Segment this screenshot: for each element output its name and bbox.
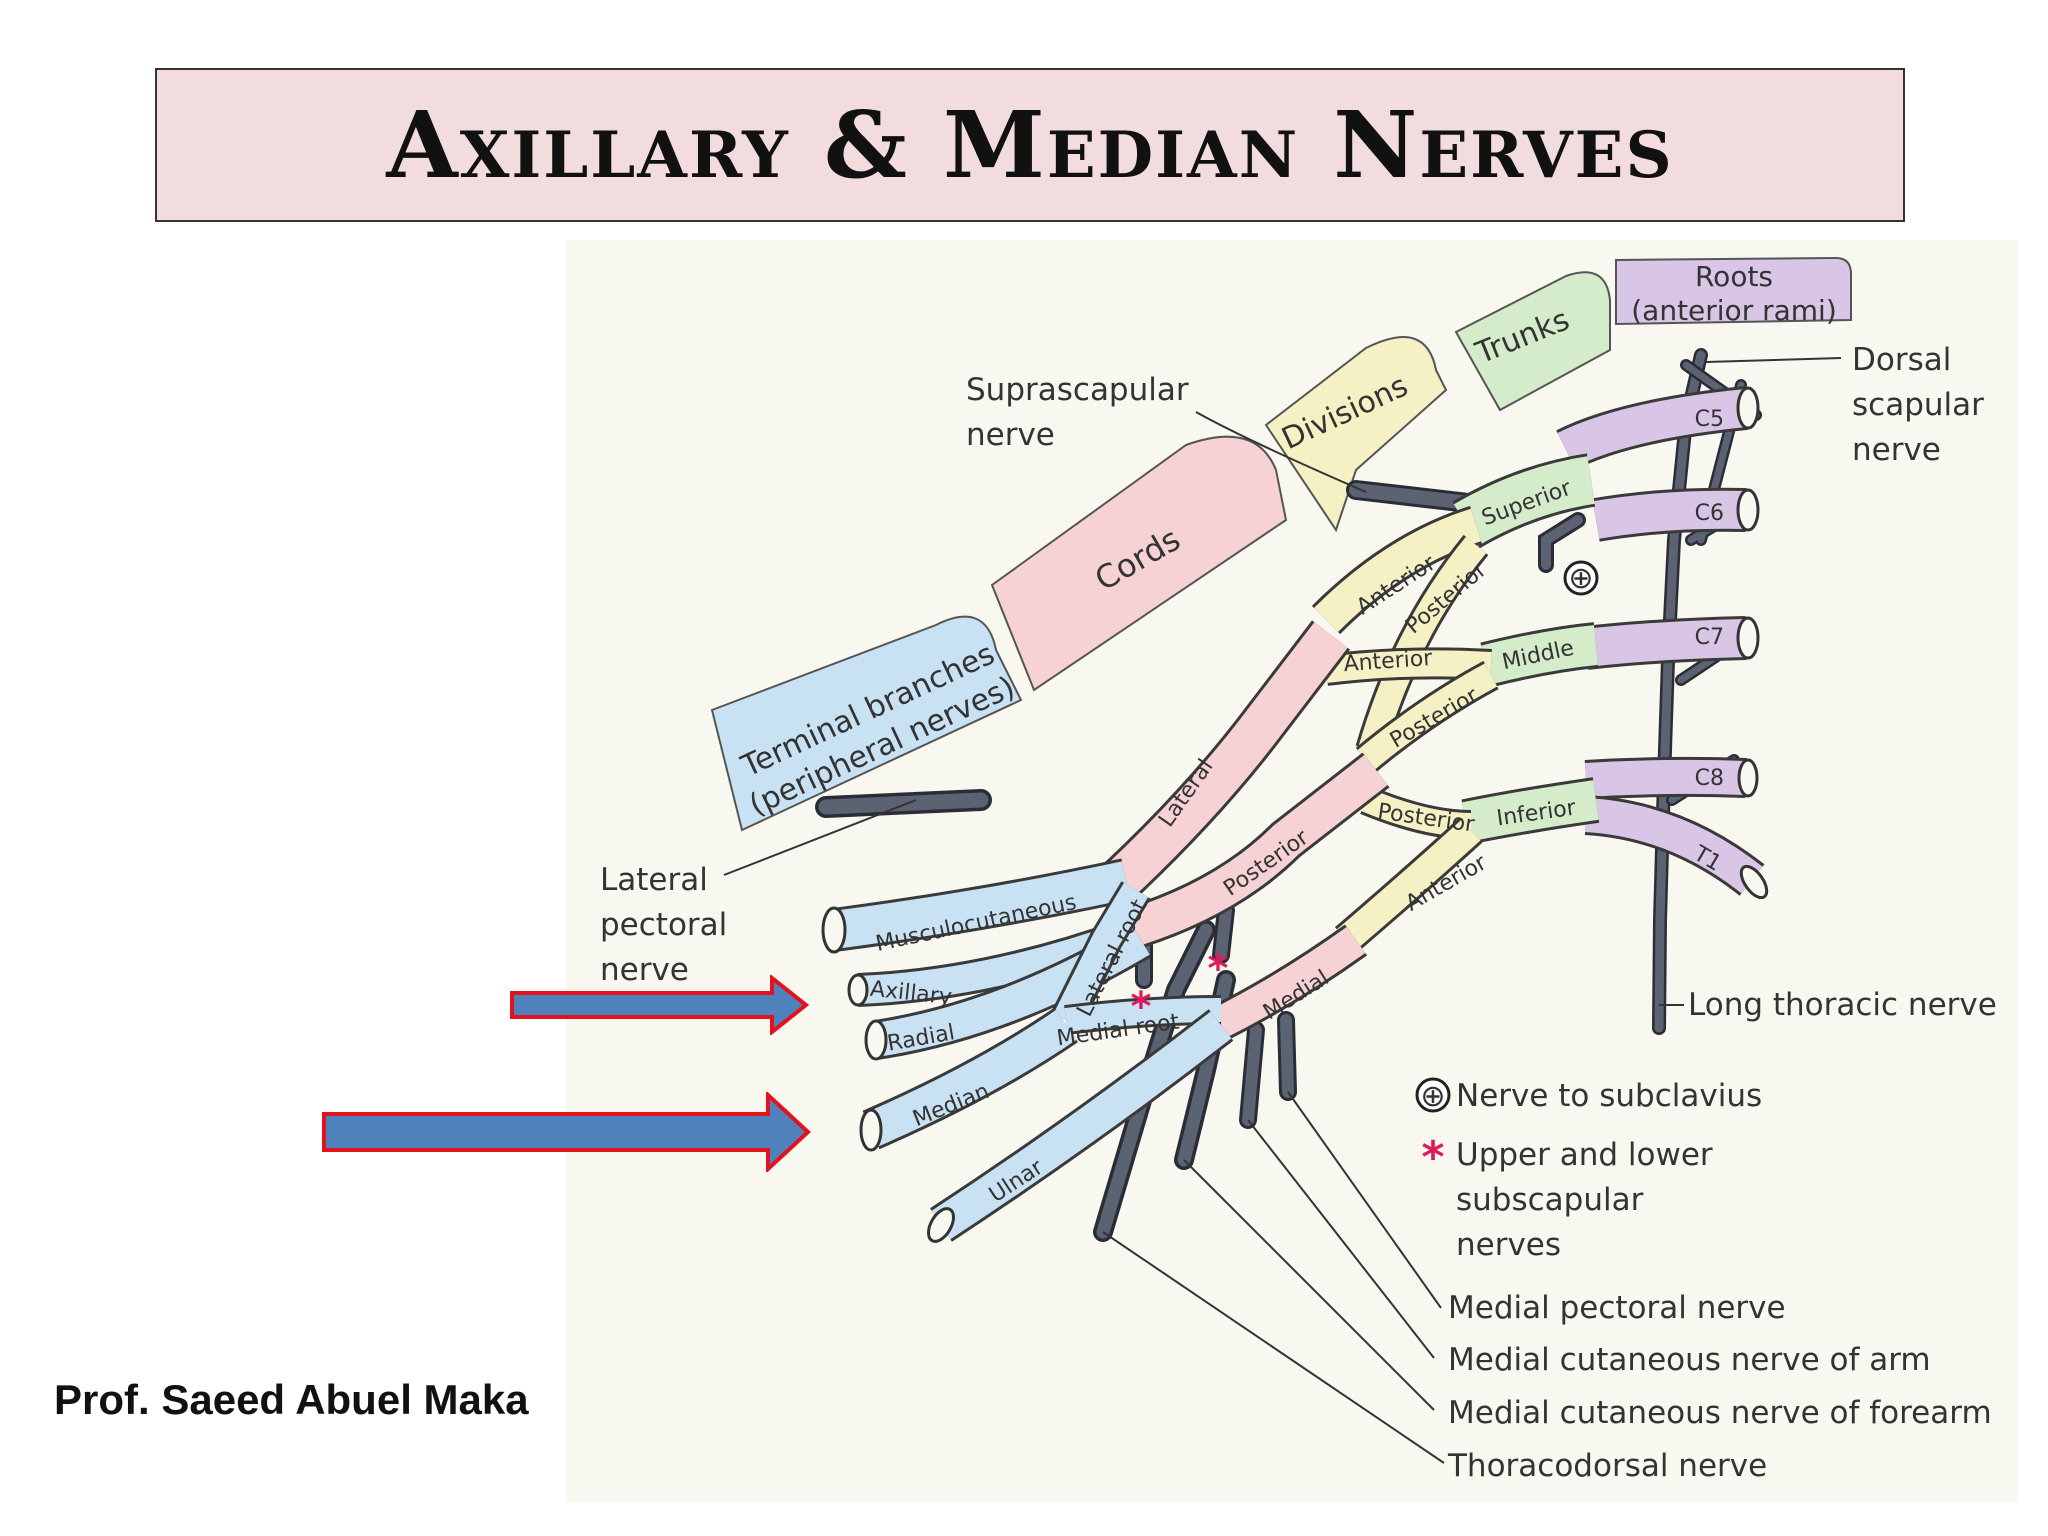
nerve-to-subclavius-marker: ⊕ [1563, 560, 1599, 596]
arrow-to-axillary [510, 975, 810, 1035]
legend: ⊕ Nerve to subclavius * Upper and lower … [1415, 1077, 1762, 1263]
asterisk-upper-subscapular: * [1131, 984, 1152, 1030]
callout-lateral-pectoral-1: Lateral [600, 862, 708, 898]
tab-terminal [710, 615, 1023, 832]
subclavius-plus: ⊕ [1568, 561, 1593, 596]
cap-c8 [1737, 758, 1759, 798]
cap-musculocutaneous [821, 906, 847, 954]
label-c6: C6 [1695, 501, 1724, 526]
asterisk-lower-subscapular: * [1208, 946, 1229, 992]
callouts: Suprascapular nerve Dorsal scapular nerv… [600, 342, 1997, 1484]
legend-subscapular-2: subscapular [1456, 1182, 1644, 1218]
nerve-end-caps [821, 386, 1769, 1243]
cap-axillary [847, 973, 869, 1007]
cap-radial [864, 1019, 888, 1061]
cap-ulnar [927, 1207, 955, 1243]
legend-subclavius-symbol [1415, 1077, 1451, 1113]
label-anterior-middle: Anterior [1343, 646, 1434, 677]
arrow-to-median [322, 1092, 811, 1172]
callout-long-thoracic: Long thoracic nerve [1688, 987, 1997, 1023]
callout-lateral-pectoral-2: pectoral [600, 907, 727, 943]
tab-roots-label-1: Roots [1695, 260, 1773, 293]
legend-subclavius-text: Nerve to subclavius [1456, 1078, 1762, 1114]
cap-median [859, 1108, 883, 1152]
callout-suprascapular-2: nerve [966, 417, 1055, 453]
callout-thoracodorsal: Thoracodorsal nerve [1447, 1448, 1767, 1484]
legend-subclavius-plus: ⊕ [1420, 1079, 1445, 1114]
callout-suprascapular-1: Suprascapular [966, 372, 1189, 408]
callout-lateral-pectoral-3: nerve [600, 952, 689, 988]
page-title: Axillary & Median Nerves [386, 91, 1674, 199]
plexus-body [831, 386, 1765, 1242]
arrow-to-median-shape [322, 1092, 811, 1172]
brachial-plexus-diagram: Roots (anterior rami) Trunks Divisions C… [566, 240, 2018, 1502]
tab-trunks [1454, 271, 1611, 412]
tab-roots-label-2: (anterior rami) [1631, 294, 1837, 327]
label-c5: C5 [1695, 407, 1724, 432]
callout-dorsal-2: scapular [1852, 387, 1984, 423]
arrow-to-axillary-shape [510, 975, 810, 1035]
leader-lines [723, 357, 1842, 1464]
callout-dorsal-3: nerve [1852, 432, 1941, 468]
callout-medial-cutaneous-forearm: Medial cutaneous nerve of forearm [1448, 1395, 1992, 1431]
cap-t1 [1739, 864, 1769, 900]
legend-subscapular-1: Upper and lower [1456, 1137, 1713, 1173]
cap-c7 [1736, 616, 1760, 660]
header-tabs [710, 256, 1852, 832]
tab-divisions [1264, 336, 1448, 533]
title-banner: Axillary & Median Nerves [155, 68, 1905, 222]
author-credit: Prof. Saeed Abuel Maka [54, 1376, 529, 1423]
label-c7: C7 [1695, 625, 1724, 650]
legend-subscapular-3: nerves [1456, 1227, 1561, 1263]
tab-roots [1615, 256, 1852, 326]
cap-c6 [1736, 488, 1760, 532]
callout-medial-pectoral: Medial pectoral nerve [1448, 1290, 1786, 1326]
label-c8: C8 [1695, 766, 1724, 791]
tab-cords [990, 435, 1288, 692]
legend-asterisk: * [1421, 1132, 1444, 1183]
callout-medial-cutaneous-arm: Medial cutaneous nerve of arm [1448, 1342, 1931, 1378]
cap-c5 [1736, 386, 1760, 430]
callout-dorsal-1: Dorsal [1852, 342, 1951, 378]
